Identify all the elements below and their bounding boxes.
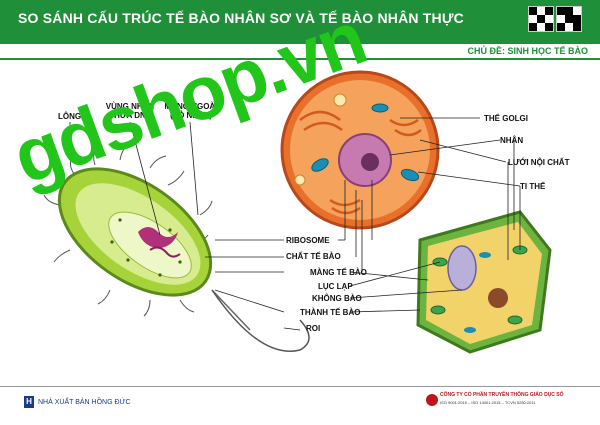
plant-cell-illustration: [416, 210, 552, 354]
label-nucleus: NHÂN: [500, 136, 524, 145]
label-mitochondria: TI THỂ: [520, 182, 546, 191]
label-cell-membrane: MÀNG TẾ BÀO: [310, 268, 367, 277]
publisher-name: NHÀ XUẤT BẢN HỒNG ĐỨC: [38, 398, 131, 406]
company-certifications: ISO 9001:2015 – ISO 14001:2015 – TCVN 52…: [440, 400, 536, 405]
label-er: LƯỚI NỘI CHẤT: [508, 158, 570, 167]
topic-subtitle: CHỦ ĐỀ: SINH HỌC TẾ BÀO: [467, 46, 588, 56]
label-cell-wall: THÀNH TẾ BÀO: [300, 308, 361, 317]
bacteria-cell-illustration: [43, 143, 310, 352]
header-divider: [0, 58, 600, 60]
publisher-block: H NHÀ XUẤT BẢN HỒNG ĐỨC: [24, 396, 131, 408]
label-capsule: MÀNG NGOÀI (VỎ NHẦY): [164, 102, 218, 120]
page-title: SO SÁNH CẤU TRÚC TẾ BÀO NHÂN SƠ VÀ TẾ BÀ…: [18, 10, 464, 26]
label-golgi: THỂ GOLGI: [484, 114, 528, 123]
label-ribosome: RIBOSOME: [286, 236, 330, 245]
qr-code-icon: [528, 6, 554, 32]
qr-code-icon: [556, 6, 582, 32]
label-cytoplasm: CHẤT TẾ BÀO: [286, 252, 341, 261]
footer-bar: [0, 386, 600, 425]
label-flagellum: ROI: [306, 324, 321, 333]
label-chloroplast: LỤC LẠP: [318, 282, 353, 291]
publisher-logo-icon: H: [24, 396, 34, 408]
company-logo-icon: [426, 394, 438, 406]
animal-cell-illustration: [280, 70, 440, 230]
company-name: CÔNG TY CỔ PHẦN TRUYỀN THÔNG GIÁO DỤC SỐ: [440, 392, 564, 398]
header-bar: SO SÁNH CẤU TRÚC TẾ BÀO NHÂN SƠ VÀ TẾ BÀ…: [0, 0, 600, 44]
label-vacuole: KHÔNG BÀO: [312, 294, 362, 303]
label-long: LÔNG: [58, 112, 82, 121]
label-nucleoid: VÙNG NHÂN CHỨA DNA: [105, 102, 155, 120]
